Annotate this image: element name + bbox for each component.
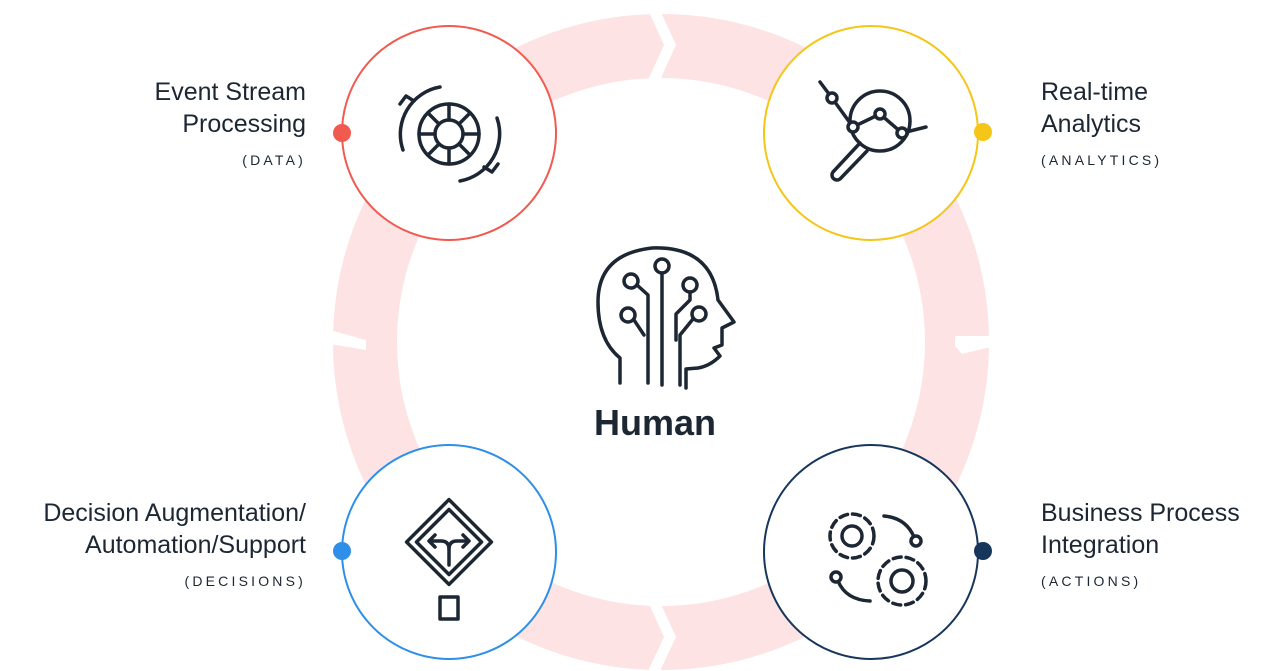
label-actions-title-line-1: Business Process: [1041, 499, 1240, 527]
center-title: Human: [593, 402, 716, 443]
label-data-title-line-2: Processing: [182, 110, 306, 138]
node-actions: [763, 444, 992, 660]
node-data-circle: [341, 25, 557, 241]
magnifier-chart-icon: [818, 80, 928, 182]
arrow-gap-right: [955, 336, 995, 354]
node-decisions-dot: [333, 542, 351, 560]
arrow-gap-bottom: [648, 602, 676, 671]
gears-icon: [828, 512, 928, 607]
cycle-ring: [320, 10, 995, 671]
node-analytics-circle: [763, 25, 979, 241]
event-stream-cycle-icon: [398, 85, 502, 183]
label-decisions: Decision Augmentation/ Automation/Suppor…: [43, 497, 306, 589]
label-decisions-tag: (DECISIONS): [184, 573, 306, 589]
node-analytics: [763, 25, 992, 241]
label-data: Event Stream Processing (DATA): [155, 76, 306, 168]
arrow-gap-left: [320, 330, 366, 352]
node-actions-dot: [974, 542, 992, 560]
node-data: [333, 25, 557, 241]
label-data-title-line-1: Event Stream: [154, 78, 306, 106]
label-decisions-title-line-1: Decision Augmentation/: [43, 499, 306, 527]
fork-road-sign-icon: [404, 497, 494, 621]
label-analytics-title-line-1: Real-time: [1041, 78, 1148, 106]
node-data-dot: [333, 124, 351, 142]
human-brain-circuit-icon: [596, 246, 736, 390]
label-analytics-tag: (ANALYTICS): [1041, 152, 1163, 168]
node-decisions: [333, 444, 557, 660]
label-actions-tag: (ACTIONS): [1041, 573, 1142, 589]
ring-arrow-gaps: [320, 10, 995, 671]
node-analytics-dot: [974, 123, 992, 141]
label-analytics-title-line-2: Analytics: [1041, 110, 1142, 138]
label-data-tag: (DATA): [242, 152, 306, 168]
label-decisions-title-line-2: Automation/Support: [85, 531, 306, 559]
label-analytics: Real-time Analytics (ANALYTICS): [1041, 76, 1162, 168]
arrow-gap-top: [648, 10, 676, 80]
label-actions-title-line-2: Integration: [1041, 531, 1160, 559]
label-actions: Business Process Integration (ACTIONS): [1041, 497, 1240, 589]
node-actions-circle: [763, 444, 979, 660]
